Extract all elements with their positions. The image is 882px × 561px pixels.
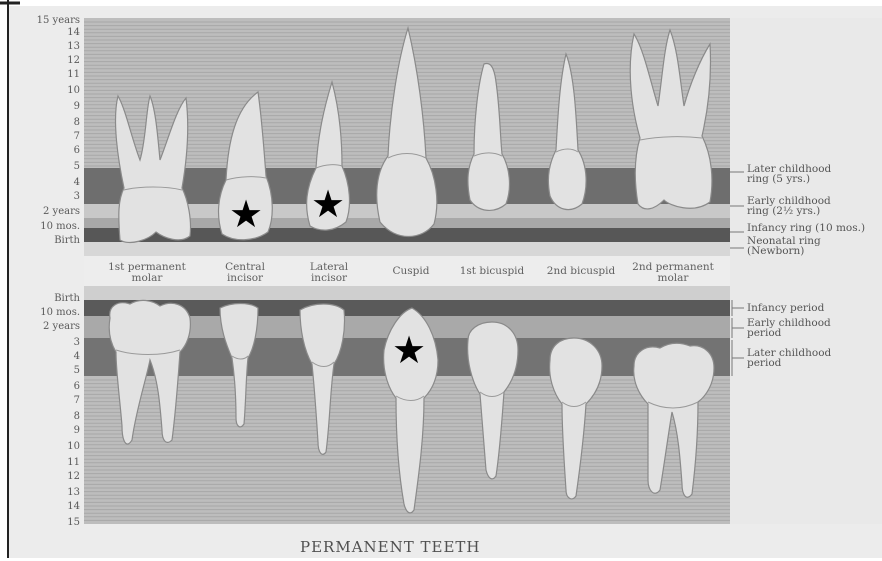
lower-age-label: 9 [22, 426, 80, 436]
lower-age-label: 7 [22, 396, 80, 406]
lower-age-label: 11 [22, 458, 80, 468]
upper-age-label: 5 [22, 162, 80, 172]
upper-age-label: 2 years [22, 207, 80, 217]
lower-age-label: 5 [22, 366, 80, 376]
tooth-name-second-bicuspid: 2nd bicuspid [536, 266, 626, 277]
lower-age-label: 2 years [22, 322, 80, 332]
lower-age-label: 15 [22, 518, 80, 528]
lower-age-label: 13 [22, 488, 80, 498]
neonatal-band [84, 242, 730, 256]
lower-age-label: 4 [22, 352, 80, 362]
upper-age-label: 10 mos. [22, 222, 80, 232]
upper-age-label: 11 [22, 70, 80, 80]
chart-title: PERMANENT TEETH [300, 538, 481, 556]
upper-age-label: 12 [22, 56, 80, 66]
lower-age-label: 10 mos. [22, 308, 80, 318]
upper-age-label: 13 [22, 42, 80, 52]
legend-panel [730, 18, 882, 524]
upper-age-label: 8 [22, 118, 80, 128]
star-marker-central-incisor: ★ [229, 195, 263, 233]
lower-age-label: 12 [22, 472, 80, 482]
lower-age-label: Birth [22, 294, 80, 304]
tooth-name-first-bicuspid: 1st bicuspid [446, 266, 538, 277]
star-marker-cuspid: ★ [392, 331, 426, 369]
upper-age-label: 7 [22, 132, 80, 142]
lower-age-label: 8 [22, 412, 80, 422]
tooth-name-cuspid: Cuspid [376, 266, 446, 277]
tooth-first-molar-upper [116, 96, 191, 242]
lower-age-label: 14 [22, 502, 80, 512]
upper-age-label: 14 [22, 28, 80, 38]
lower-age-label: 3 [22, 338, 80, 348]
ring-label-infancy: Infancy ring (10 mos.) [747, 223, 865, 233]
lower-age-label: 10 [22, 442, 80, 452]
upper-age-label: 3 [22, 192, 80, 202]
upper-age-label: 9 [22, 102, 80, 112]
star-marker-lateral-incisor: ★ [311, 185, 345, 223]
lower-age-label: 6 [22, 382, 80, 392]
ring-label-neonatal: Neonatal ring(Newborn) [747, 236, 821, 256]
upper-age-label: 10 [22, 86, 80, 96]
upper-age-label: 4 [22, 178, 80, 188]
upper-age-label: 6 [22, 146, 80, 156]
period-label-infancy: Infancy period [747, 303, 824, 313]
upper-age-label: 15 years [22, 16, 80, 26]
upper-age-label: Birth [22, 236, 80, 246]
